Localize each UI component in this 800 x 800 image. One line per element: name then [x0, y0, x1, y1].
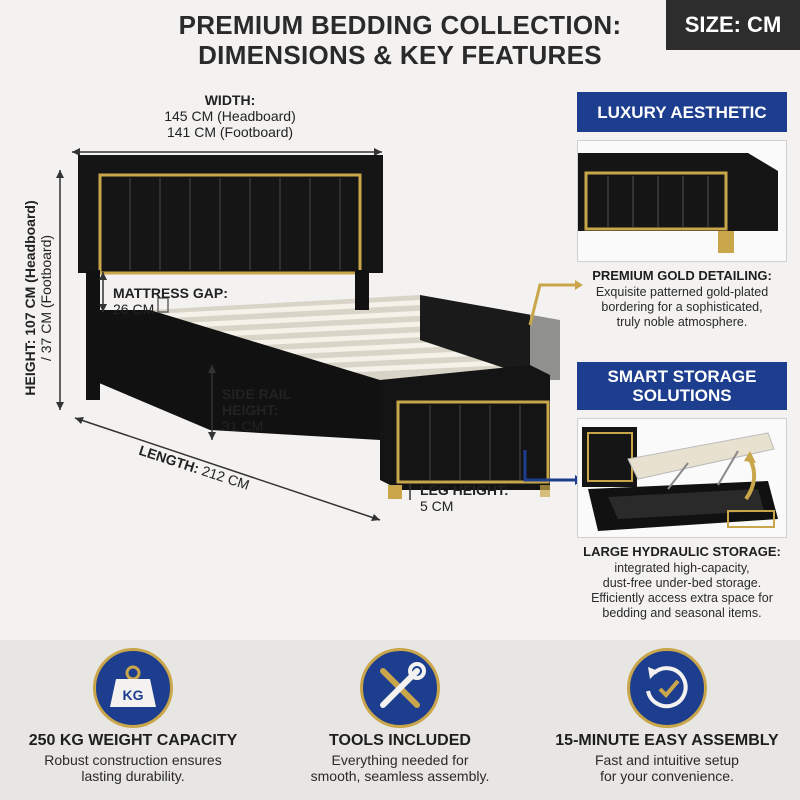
storage-desc-line-4: bedding and seasonal items. — [602, 606, 762, 620]
luxury-desc-line-3: truly noble atmosphere. — [616, 315, 748, 329]
width-footboard: 141 CM (Footboard) — [166, 124, 294, 140]
storage-heading-line-1: SMART STORAGE — [607, 367, 757, 386]
weight-kg-icon: KG — [93, 648, 173, 728]
storage-panel-title: LARGE HYDRAULIC STORAGE: — [583, 544, 781, 559]
side-rail-label-1: SIDE RAIL — [222, 386, 292, 402]
feature-tools-included: TOOLS INCLUDED Everything needed for smo… — [267, 640, 533, 800]
mattress-gap-label-group: MATTRESS GAP: 26 CM — [113, 285, 228, 317]
feature-desc-line-1: Everything needed for — [331, 752, 469, 768]
lifted-bed-illustration — [578, 419, 786, 537]
feature-desc-line-2: lasting durability. — [81, 768, 185, 784]
bed-illustration — [56, 148, 583, 521]
storage-desc-line-3: Efficiently access extra space for — [591, 591, 773, 605]
hydraulic-storage-image — [577, 418, 787, 538]
feature-desc-line-1: Robust construction ensures — [44, 752, 222, 768]
height-headboard: HEIGHT: 107 CM (Headboard) — [22, 200, 38, 396]
feature-description: Robust construction ensures lasting dura… — [0, 752, 266, 784]
feature-weight-capacity: KG 250 KG WEIGHT CAPACITY Robust constru… — [0, 640, 266, 800]
storage-panel-heading: SMART STORAGE SOLUTIONS — [577, 362, 787, 410]
luxury-panel-title: PREMIUM GOLD DETAILING: — [592, 268, 772, 283]
smart-storage-panel: SMART STORAGE SOLUTIONS LARGE HYDRAULIC … — [577, 362, 787, 621]
page-title: PREMIUM BEDDING COLLECTION: DIMENSIONS &… — [0, 10, 800, 70]
luxury-desc-line-1: Exquisite patterned gold-plated — [595, 285, 769, 299]
luxury-panel-description: Exquisite patterned gold-plated borderin… — [577, 285, 787, 330]
mattress-gap-label: MATTRESS GAP: — [113, 285, 228, 301]
kg-icon-text: KG — [123, 687, 144, 703]
height-label: HEIGHT: 107 CM (Headboard) — [22, 148, 38, 448]
feature-title: 15-MINUTE EASY ASSEMBLY — [555, 732, 779, 749]
feature-title: TOOLS INCLUDED — [329, 732, 471, 749]
leg-height-label: LEG HEIGHT: — [420, 482, 509, 498]
storage-panel-description: integrated high-capacity, dust-free unde… — [577, 561, 787, 621]
mattress-gap-value: 26 CM — [113, 301, 155, 317]
side-rail-label-2: HEIGHT: — [222, 402, 278, 418]
luxury-panel-heading: LUXURY AESTHETIC — [577, 92, 787, 132]
feature-bar: KG 250 KG WEIGHT CAPACITY Robust constru… — [0, 640, 800, 800]
feature-description: Everything needed for smooth, seamless a… — [267, 752, 533, 784]
luxury-aesthetic-panel: LUXURY AESTHETIC PREMIUM GOLD DETAILING:… — [577, 92, 787, 330]
storage-heading-line-2: SOLUTIONS — [632, 386, 732, 405]
storage-desc-line-2: dust-free under-bed storage. — [602, 576, 762, 590]
feature-description: Fast and intuitive setup for your conven… — [534, 752, 800, 784]
title-line-2: DIMENSIONS & KEY FEATURES — [198, 40, 602, 70]
feature-desc-line-1: Fast and intuitive setup — [595, 752, 739, 768]
leg-height-value: 5 CM — [420, 498, 454, 514]
height-footboard-label: / 37 CM (Footboard) — [38, 148, 54, 448]
size-badge: SIZE: CM — [666, 0, 800, 50]
title-line-1: PREMIUM BEDDING COLLECTION: — [178, 10, 622, 40]
side-rail-label-group: SIDE RAIL HEIGHT: 31 CM — [222, 386, 291, 434]
side-rail-value: 31 CM — [222, 418, 264, 434]
luxury-desc-line-2: bordering for a sophisticated, — [601, 300, 763, 314]
headboard-closeup-illustration — [578, 141, 786, 261]
clock-icon — [627, 648, 707, 728]
height-footboard: / 37 CM (Footboard) — [38, 234, 54, 362]
feature-title: 250 KG WEIGHT CAPACITY — [28, 732, 238, 749]
tools-icon — [360, 648, 440, 728]
storage-desc-line-1: integrated high-capacity, — [614, 561, 750, 575]
width-headboard: 145 CM (Headboard) — [164, 108, 296, 124]
leg-height-label-group: LEG HEIGHT: 5 CM — [420, 482, 509, 514]
bed-dimension-diagram: WIDTH: 145 CM (Headboard) 141 CM (Footbo… — [0, 80, 800, 640]
gold-detail-image — [577, 140, 787, 262]
feature-desc-line-2: for your convenience. — [600, 768, 734, 784]
width-label: WIDTH: — [204, 92, 256, 108]
feature-easy-assembly: 15-MINUTE EASY ASSEMBLY Fast and intuiti… — [534, 640, 800, 800]
width-label-group: WIDTH: 145 CM (Headboard) 141 CM (Footbo… — [130, 92, 330, 140]
feature-desc-line-2: smooth, seamless assembly. — [310, 768, 490, 784]
